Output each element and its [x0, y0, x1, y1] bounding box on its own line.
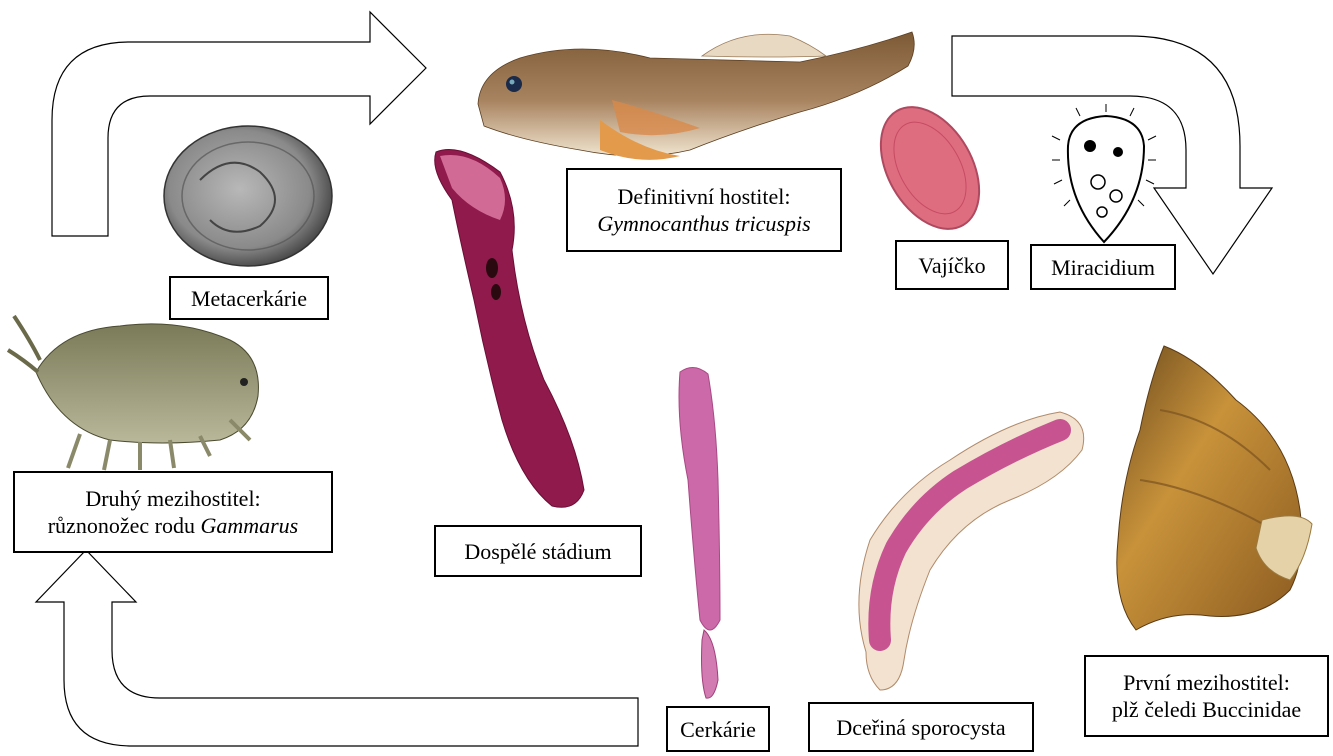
- fish-photo: [478, 32, 914, 160]
- definitive-host-title: Definitivní hostitel:: [618, 183, 791, 210]
- metacercaria-photo: [164, 126, 332, 266]
- amphipod-photo: [8, 316, 258, 470]
- cercaria-photo: [679, 367, 720, 698]
- label-second-intermediate-host: Druhý mezihostitel: různonožec rodu Gamm…: [13, 471, 333, 553]
- snail-photo: [1117, 346, 1312, 630]
- adult-worm-photo: [435, 150, 584, 508]
- definitive-host-species: Gymnocanthus tricuspis: [597, 210, 810, 237]
- metacercaria-label-text: Metacerkárie: [191, 285, 307, 312]
- cercaria-label-text: Cerkárie: [680, 716, 756, 743]
- arrow-to-second-host: [36, 550, 638, 746]
- miracidium-drawing: [1052, 104, 1156, 242]
- egg-label-text: Vajíčko: [918, 252, 985, 279]
- second-host-genus: Gammarus: [200, 513, 298, 538]
- first-host-description: plž čeledi Buccinidae: [1112, 696, 1301, 723]
- label-metacercaria: Metacerkárie: [169, 276, 329, 320]
- adult-label-text: Dospělé stádium: [464, 538, 611, 565]
- second-host-title: Druhý mezihostitel:: [85, 485, 260, 512]
- first-host-title: První mezihostitel:: [1123, 669, 1290, 696]
- second-host-prefix: různonožec rodu: [48, 513, 201, 538]
- miracidium-label-text: Miracidium: [1051, 254, 1155, 281]
- egg-photo: [861, 90, 1000, 246]
- label-daughter-sporocyst: Dceřiná sporocysta: [808, 702, 1034, 752]
- label-definitive-host: Definitivní hostitel: Gymnocanthus tricu…: [566, 168, 842, 252]
- label-first-intermediate-host: První mezihostitel: plž čeledi Buccinida…: [1084, 655, 1329, 737]
- label-cercaria: Cerkárie: [666, 706, 770, 752]
- second-host-description: různonožec rodu Gammarus: [48, 512, 299, 539]
- sporocyst-photo: [859, 412, 1084, 690]
- label-adult-stage: Dospělé stádium: [434, 525, 642, 577]
- label-egg: Vajíčko: [895, 240, 1009, 290]
- sporocyst-label-text: Dceřiná sporocysta: [836, 714, 1005, 741]
- label-miracidium: Miracidium: [1030, 244, 1176, 290]
